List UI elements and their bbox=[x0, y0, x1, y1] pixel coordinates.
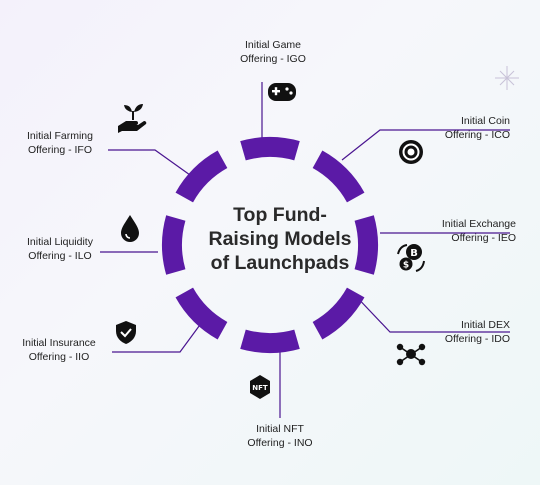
ring-segment-igo bbox=[240, 137, 300, 161]
ring-segment-ino bbox=[240, 329, 300, 353]
title-line-1: Top Fund- bbox=[233, 204, 327, 226]
connector-ifo bbox=[108, 149, 191, 176]
shield-check-icon bbox=[116, 321, 136, 344]
ring bbox=[162, 137, 378, 353]
label-igo: Initial Game Offering - IGO bbox=[240, 39, 306, 65]
ring-segment-ico bbox=[312, 150, 365, 203]
connector-ido bbox=[351, 291, 510, 333]
sparkle-icon bbox=[495, 66, 519, 90]
ring-segment-iio bbox=[175, 287, 228, 340]
connector-iio bbox=[112, 317, 206, 353]
svg-text:NFT: NFT bbox=[252, 384, 268, 392]
coin-icon bbox=[399, 140, 423, 164]
nft-icon: NFT bbox=[250, 375, 270, 399]
svg-text:B: B bbox=[410, 248, 418, 259]
connector-ico bbox=[341, 129, 510, 161]
label-ieo: Initial Exchange Offering - IEO bbox=[441, 218, 516, 244]
ring-segment-ifo bbox=[175, 150, 228, 203]
gamepad-icon bbox=[268, 83, 296, 101]
label-ino: Initial NFT Offering - INO bbox=[247, 423, 313, 449]
ring-segment-ilo bbox=[162, 215, 186, 275]
title-line-2: Raising Models bbox=[208, 228, 352, 250]
title-line-3: of Launchpads bbox=[210, 252, 350, 274]
label-ido: Initial DEX Offering - IDO bbox=[444, 319, 510, 345]
label-ilo: Initial Liquidity Offering - ILO bbox=[27, 236, 93, 262]
svg-text:$: $ bbox=[403, 261, 409, 271]
network-icon bbox=[396, 343, 426, 366]
ring-segment-ido bbox=[312, 287, 365, 340]
exchange-icon: B $ bbox=[397, 244, 425, 272]
label-ifo: Initial Farming Offering - IFO bbox=[27, 130, 93, 156]
diagram-title: Top Fund- Raising Models of Launchpads bbox=[200, 203, 360, 275]
droplet-icon bbox=[121, 215, 139, 242]
label-iio: Initial Insurance Offering - IIO bbox=[22, 337, 96, 363]
label-ico: Initial Coin Offering - ICO bbox=[444, 115, 510, 141]
ring-segment-ieo bbox=[354, 215, 378, 275]
plant-hand-icon bbox=[118, 104, 147, 133]
